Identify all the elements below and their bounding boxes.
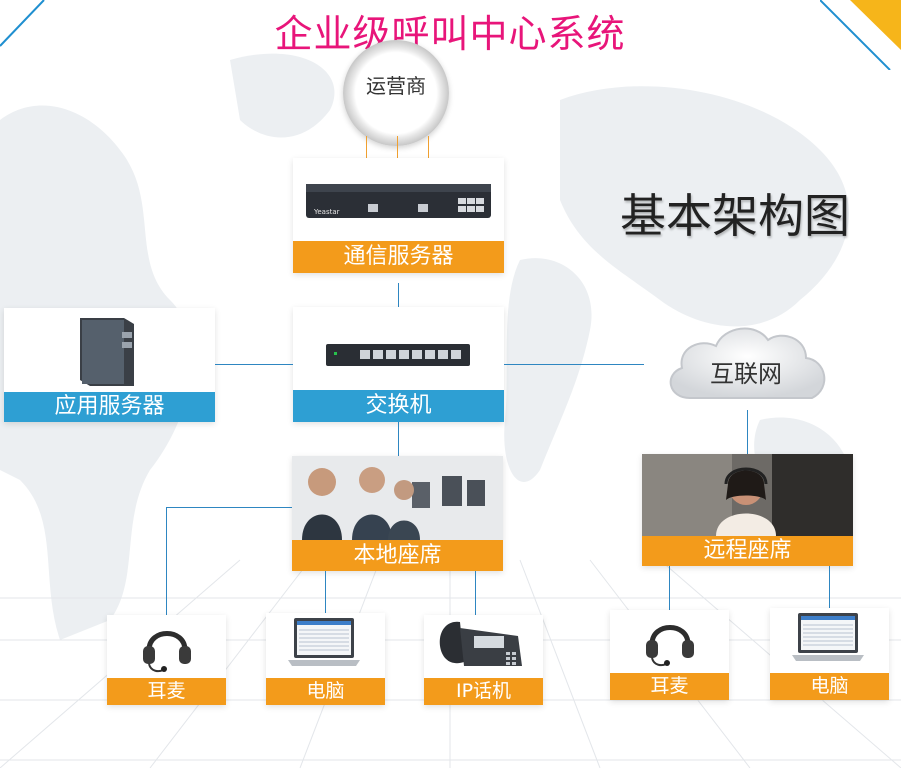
local-headset-branch-h [166, 507, 292, 508]
local-pc-branch [325, 571, 326, 615]
app-server-connector [215, 364, 293, 365]
network-switch-icon [326, 344, 470, 366]
local-phone-branch [475, 571, 476, 615]
local-pc-label: 电脑 [266, 678, 385, 705]
pbx-device-icon [306, 184, 491, 218]
remote-pc-label: 电脑 [770, 673, 889, 700]
remote-seats-label: 远程座席 [642, 536, 853, 566]
ip-phone-icon [439, 621, 522, 666]
remote-agent-photo [642, 454, 853, 536]
carrier-label: 运营商 [366, 74, 426, 98]
remote-pc-branch [829, 566, 830, 610]
comm-server-label: 通信服务器 [293, 241, 504, 273]
internet-label: 互联网 [710, 360, 782, 388]
device-brand-text: Yeastar [314, 208, 340, 216]
comm-to-switch-connector [398, 283, 399, 307]
local-headset-label: 耳麦 [107, 678, 226, 705]
laptop-icon [792, 613, 864, 661]
headset-icon [646, 625, 694, 667]
laptop-icon [288, 618, 360, 666]
internet-to-remote-connector [747, 410, 748, 454]
carrier-link-2 [397, 136, 398, 158]
app-server-label: 应用服务器 [4, 392, 215, 422]
switch-to-local-connector [398, 422, 399, 456]
carrier-link-1 [366, 136, 367, 158]
local-agents-photo [292, 456, 503, 540]
corner-decoration-left [0, 0, 45, 47]
switch-label: 交换机 [293, 390, 504, 422]
local-seats-label: 本地座席 [292, 540, 503, 571]
headset-icon [143, 631, 191, 673]
remote-headset-branch [669, 566, 670, 610]
diagram-subtitle: 基本架构图 [620, 189, 850, 243]
local-headset-branch-v [166, 507, 167, 615]
internet-connector [504, 364, 644, 365]
diagram-title: 企业级呼叫中心系统 [274, 12, 626, 56]
carrier-node [343, 40, 449, 146]
carrier-link-3 [428, 136, 429, 158]
corner-decoration-right [820, 0, 901, 70]
ip-phone-label: IP话机 [424, 678, 543, 705]
server-tower-icon [80, 318, 134, 386]
internet-cloud-icon [669, 327, 826, 399]
remote-headset-label: 耳麦 [610, 673, 729, 700]
